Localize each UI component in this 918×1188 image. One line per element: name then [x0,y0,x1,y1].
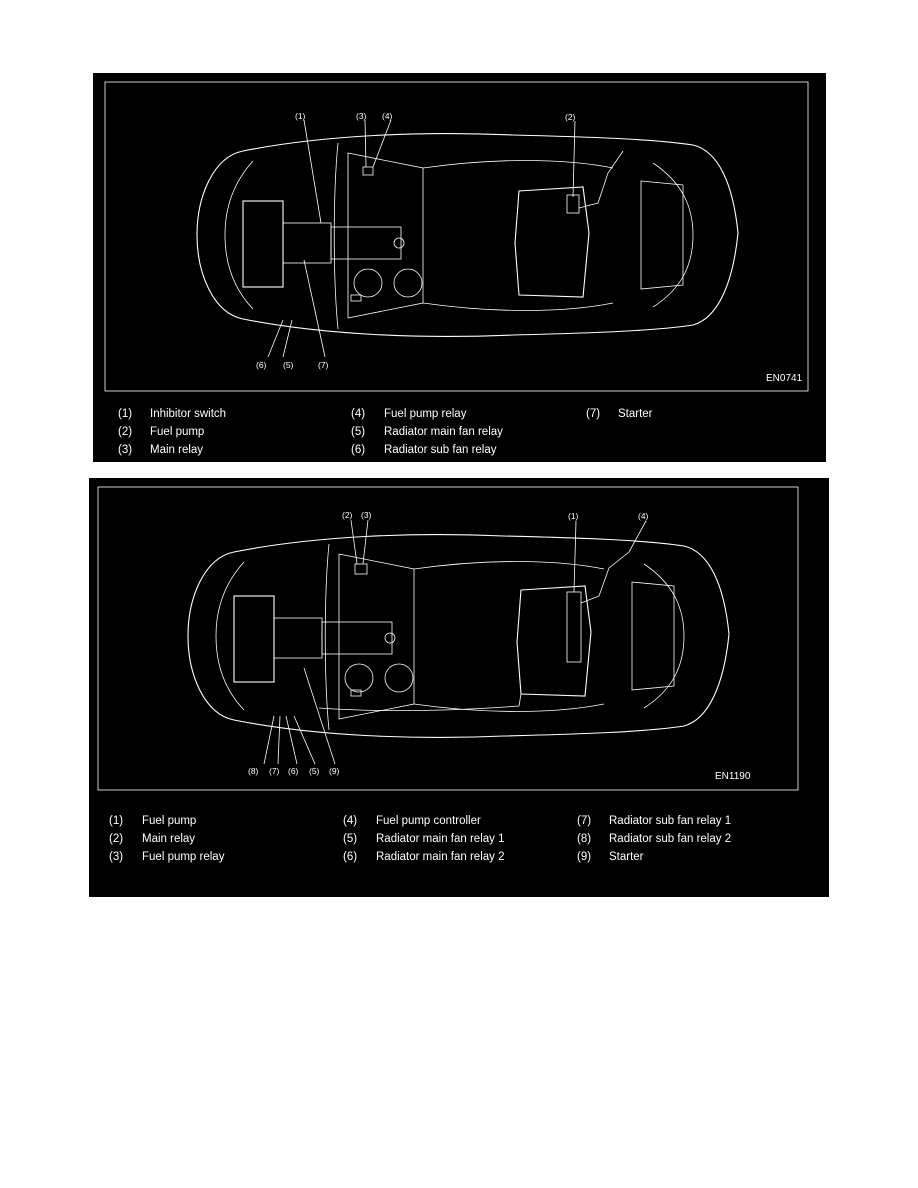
legend-label: Main relay [150,444,204,456]
legend-number: (5) [343,833,358,845]
legend-label: Fuel pump controller [376,815,481,827]
legend-number: (3) [109,851,124,863]
legend-number: (1) [118,408,133,420]
callout-5: (5) [283,360,294,370]
legend-label: Fuel pump relay [142,851,225,863]
legend-label: Starter [609,851,644,863]
legend-1: (1) Inhibitor switch (2) Fuel pump (3) M… [118,405,808,461]
callout-5: (5) [309,766,320,776]
legend-label: Starter [618,408,653,420]
legend-label: Radiator sub fan relay 2 [609,833,732,845]
car-layout-drawing-2: (2) (3) (1) (4) (8) (7) (6) (5) (9) EN11… [97,486,799,791]
callout-1: (1) [568,511,579,521]
legend-number: (6) [351,444,366,456]
legend-label: Radiator sub fan relay 1 [609,815,732,827]
legend-number: (4) [343,815,358,827]
callout-1: (1) [295,111,306,121]
figure-code-1: EN0741 [766,373,803,384]
legend-number: (9) [577,851,592,863]
legend-number: (3) [118,444,133,456]
legend-label: Radiator sub fan relay [384,444,497,456]
legend-label: Main relay [142,833,196,845]
callout-7: (7) [318,360,329,370]
legend-label: Fuel pump [142,815,197,827]
legend-number: (2) [118,426,133,438]
callout-4: (4) [638,511,649,521]
diagram-panel-2: (2) (3) (1) (4) (8) (7) (6) (5) (9) EN11… [89,478,829,897]
callout-2: (2) [565,112,576,122]
legend-label: Fuel pump relay [384,408,467,420]
callout-9: (9) [329,766,340,776]
callout-6: (6) [288,766,299,776]
callout-4: (4) [382,111,393,121]
callout-3: (3) [356,111,367,121]
legend-number: (7) [586,408,601,420]
legend-2: (1) Fuel pump (2) Main relay (3) Fuel pu… [109,812,809,870]
legend-number: (6) [343,851,358,863]
legend-label: Radiator main fan relay [384,426,503,438]
legend-number: (8) [577,833,592,845]
legend-label: Fuel pump [150,426,205,438]
legend-number: (2) [109,833,124,845]
figure-code-2: EN1190 [715,771,751,782]
callout-3: (3) [361,510,372,520]
legend-number: (7) [577,815,592,827]
legend-label: Inhibitor switch [150,408,227,420]
car-layout-drawing-1: (1) (3) (4) (2) (6) (5) (7) EN0741 [104,81,809,392]
callout-8: (8) [248,766,259,776]
callout-6: (6) [256,360,267,370]
legend-label: Radiator main fan relay 2 [376,851,505,863]
legend-label: Radiator main fan relay 1 [376,833,505,845]
legend-number: (4) [351,408,366,420]
diagram-panel-1: (1) (3) (4) (2) (6) (5) (7) EN0741 (1) I… [93,73,826,462]
legend-number: (1) [109,815,124,827]
legend-number: (5) [351,426,366,438]
callout-7: (7) [269,766,280,776]
callout-2: (2) [342,510,353,520]
